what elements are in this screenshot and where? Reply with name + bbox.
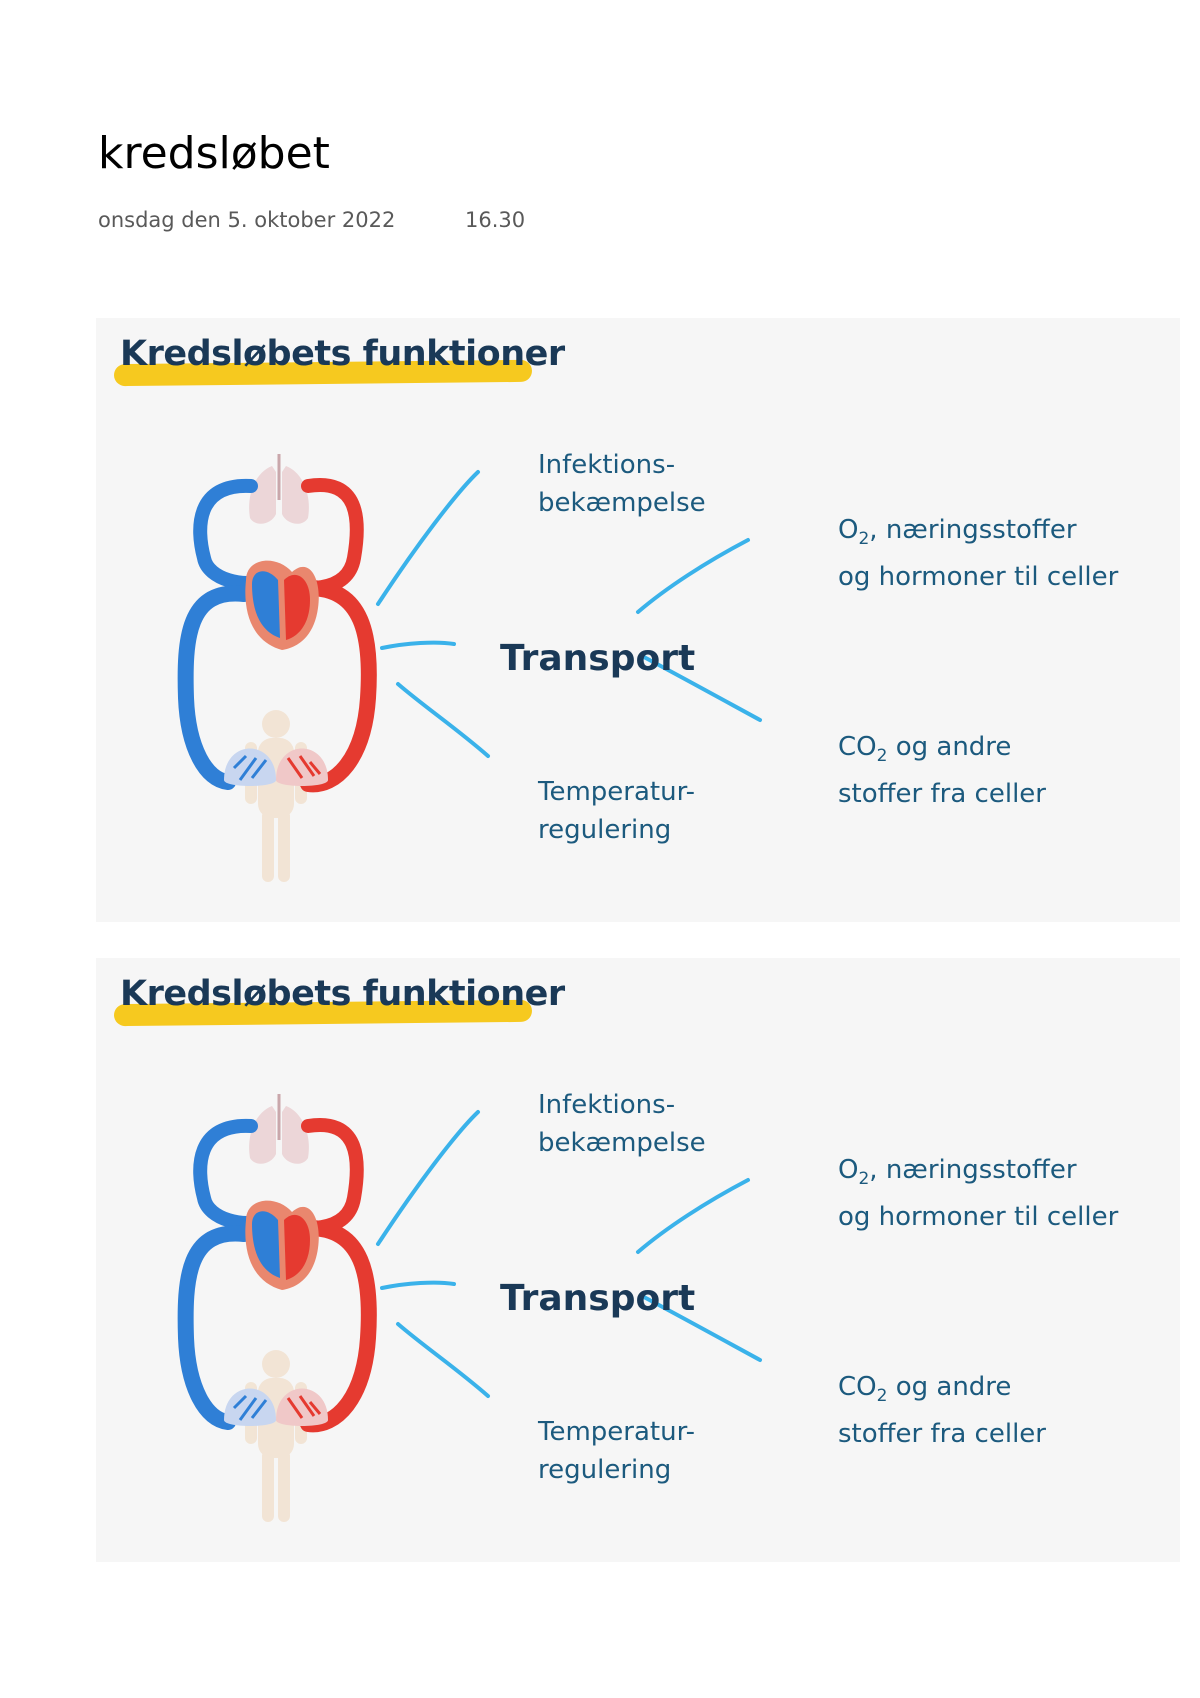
co2-rest: og andre bbox=[887, 1372, 1012, 1402]
card-title: Kredsløbets funktioner bbox=[120, 974, 565, 1014]
infection-line-2: bekæmpelse bbox=[538, 1128, 706, 1158]
o2-line-1: O2, næringsstoffer bbox=[838, 1151, 1118, 1198]
co2-prefix: CO bbox=[838, 732, 877, 762]
page-time: 16.30 bbox=[465, 208, 526, 232]
infection-label: Infektions- bekæmpelse bbox=[538, 1086, 706, 1162]
temperature-label: Temperatur- regulering bbox=[538, 773, 695, 849]
o2-prefix: O bbox=[838, 515, 859, 545]
o2-rest: , næringsstoffer bbox=[869, 1155, 1077, 1185]
co2-label: CO2 og andre stoffer fra celler bbox=[838, 1368, 1046, 1453]
co2-label: CO2 og andre stoffer fra celler bbox=[838, 728, 1046, 813]
human-body-icon bbox=[245, 710, 307, 882]
o2-subscript: 2 bbox=[858, 1169, 870, 1190]
page-title: kredsløbet bbox=[98, 128, 330, 179]
co2-line-1: CO2 og andre bbox=[838, 728, 1046, 775]
transport-label: Transport bbox=[500, 1278, 696, 1319]
page-date: onsdag den 5. oktober 2022 bbox=[98, 208, 396, 232]
embedded-image-1: Kredsløbets funktioner bbox=[96, 318, 1180, 922]
o2-label: O2, næringsstoffer og hormoner til celle… bbox=[838, 1151, 1118, 1236]
temperature-line-2: regulering bbox=[538, 815, 672, 845]
temperature-line-2: regulering bbox=[538, 1455, 672, 1485]
co2-subscript: 2 bbox=[876, 746, 888, 767]
transport-label: Transport bbox=[500, 638, 696, 679]
heart-icon bbox=[245, 560, 319, 650]
circulatory-system-diagram bbox=[177, 1094, 762, 1522]
circulatory-system-diagram bbox=[177, 454, 762, 882]
lungs-icon bbox=[249, 1094, 309, 1164]
card-title: Kredsløbets funktioner bbox=[120, 334, 565, 374]
o2-line-1: O2, næringsstoffer bbox=[838, 511, 1118, 558]
temperature-label: Temperatur- regulering bbox=[538, 1413, 695, 1489]
o2-prefix: O bbox=[838, 1155, 859, 1185]
co2-prefix: CO bbox=[838, 1372, 877, 1402]
co2-line-2: stoffer fra celler bbox=[838, 779, 1046, 810]
heart-icon bbox=[245, 1200, 319, 1290]
co2-line-1: CO2 og andre bbox=[838, 1368, 1046, 1415]
infection-line-1: Infektions- bbox=[538, 450, 676, 480]
o2-rest: , næringsstoffer bbox=[869, 515, 1077, 545]
temperature-line-1: Temperatur- bbox=[538, 777, 695, 807]
o2-line-2: og hormoner til celler bbox=[838, 562, 1119, 593]
temperature-line-1: Temperatur- bbox=[538, 1417, 695, 1447]
infection-label: Infektions- bekæmpelse bbox=[538, 446, 706, 522]
co2-rest: og andre bbox=[887, 732, 1012, 762]
human-body-icon bbox=[245, 1350, 307, 1522]
o2-label: O2, næringsstoffer og hormoner til celle… bbox=[838, 511, 1118, 596]
co2-line-2: stoffer fra celler bbox=[838, 1419, 1046, 1450]
infection-line-2: bekæmpelse bbox=[538, 488, 706, 518]
co2-subscript: 2 bbox=[876, 1386, 888, 1407]
lungs-icon bbox=[249, 454, 309, 524]
o2-line-2: og hormoner til celler bbox=[838, 1202, 1119, 1233]
infection-line-1: Infektions- bbox=[538, 1090, 676, 1120]
o2-subscript: 2 bbox=[858, 529, 870, 550]
embedded-image-2: Kredsløbets funktioner bbox=[96, 958, 1180, 1562]
